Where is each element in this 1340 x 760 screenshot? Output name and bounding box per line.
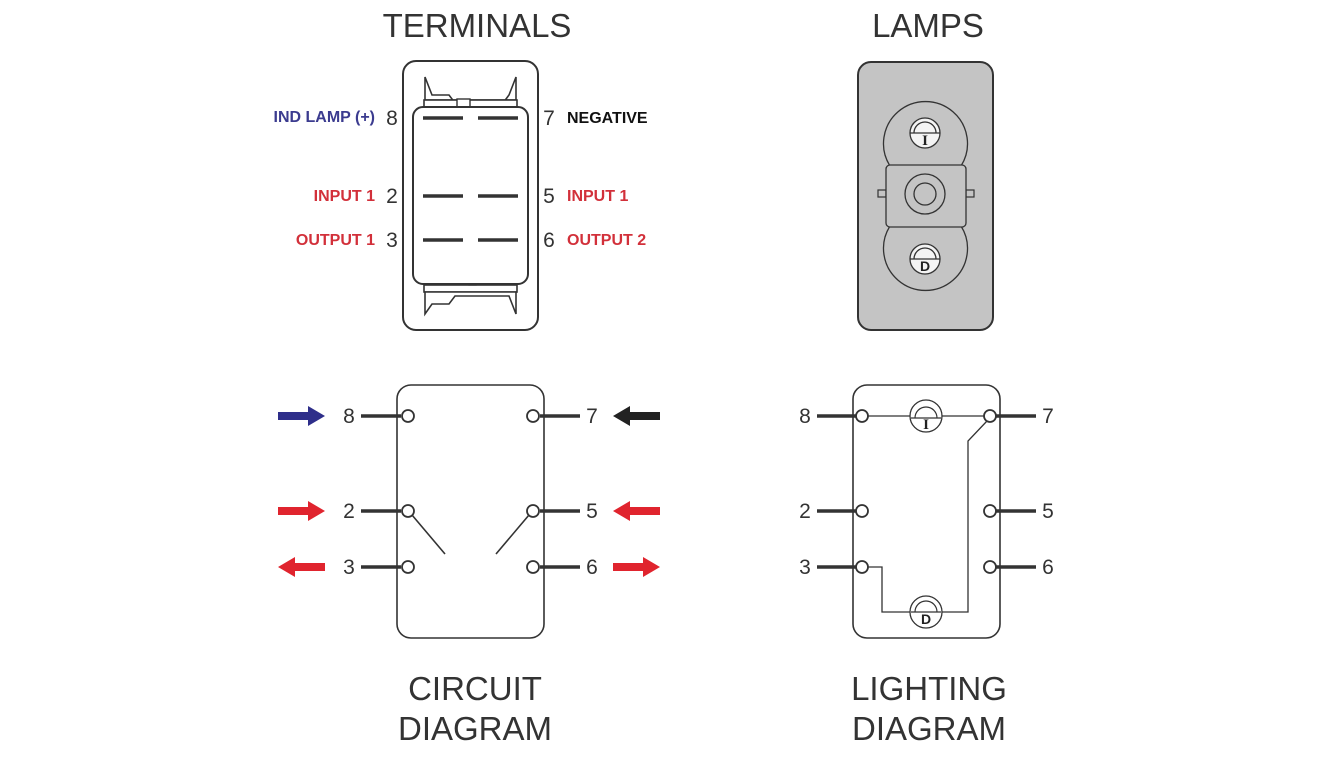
- lamps-switch-front: [857, 61, 994, 331]
- terminals-switch-back: [402, 60, 539, 331]
- lamp-indicator-icon: I: [909, 117, 941, 149]
- label-ind-lamp: IND LAMP (+): [274, 109, 375, 126]
- circuit-pin-5: 5: [586, 500, 598, 523]
- label-negative: NEGATIVE: [567, 110, 648, 127]
- label-input-1-right: INPUT 1: [567, 188, 628, 205]
- circuit-terminal-contacts: [401, 409, 540, 574]
- circuit-arrows: [278, 406, 660, 577]
- lighting-lamp-letter-d: D: [921, 611, 931, 627]
- title-lighting-line2: DIAGRAM: [852, 710, 1006, 747]
- circuit-leads: [361, 414, 580, 569]
- terminal-pin-7: 7: [543, 107, 555, 130]
- terminal-pin-2: 2: [386, 185, 398, 208]
- lighting-lamp-indicator-icon: I: [909, 399, 943, 433]
- title-lighting-line1: LIGHTING: [851, 670, 1007, 707]
- terminal-blades: [423, 116, 518, 242]
- label-input-1-left: INPUT 1: [314, 188, 375, 205]
- title-circuit-line2: DIAGRAM: [398, 710, 552, 747]
- label-output-2: OUTPUT 2: [567, 232, 646, 249]
- circuit-pin-3: 3: [343, 556, 355, 579]
- arrow-left-icon-pin-3: [278, 557, 325, 577]
- lighting-terminal-contacts: [855, 409, 997, 574]
- title-terminals: TERMINALS: [383, 7, 572, 44]
- terminal-pin-5: 5: [543, 185, 555, 208]
- lighting-lamp-letter-i: I: [923, 417, 929, 433]
- arrow-right-icon-pin-8: [278, 406, 325, 426]
- lamp-dimmer-icon: D: [909, 243, 941, 275]
- lighting-lamp-dimmer-icon: D: [909, 595, 943, 629]
- circuit-pin-2: 2: [343, 500, 355, 523]
- title-circuit-line1: CIRCUIT: [408, 670, 542, 707]
- lighting-pin-8: 8: [799, 405, 811, 428]
- arrow-left-icon-pin-5: [613, 501, 660, 521]
- switch-arm-left: [411, 514, 446, 555]
- lighting-leads: [817, 414, 1036, 569]
- circuit-diagram: [361, 384, 580, 639]
- terminal-pin-6: 6: [543, 229, 555, 252]
- lamp-letter-d: D: [920, 258, 930, 274]
- label-output-1: OUTPUT 1: [296, 232, 375, 249]
- title-lamps: LAMPS: [872, 7, 984, 44]
- circuit-pin-6: 6: [586, 556, 598, 579]
- arrow-left-icon-pin-7: [613, 406, 660, 426]
- lighting-pin-5: 5: [1042, 500, 1054, 523]
- switch-arm-right: [495, 514, 530, 555]
- terminal-pin-3: 3: [386, 229, 398, 252]
- circuit-pin-7: 7: [586, 405, 598, 428]
- lighting-pin-2: 2: [799, 500, 811, 523]
- terminal-pin-8: 8: [386, 107, 398, 130]
- lighting-diagram: I D: [817, 384, 1036, 639]
- lighting-pin-6: 6: [1042, 556, 1054, 579]
- circuit-pin-8: 8: [343, 405, 355, 428]
- lighting-pin-3: 3: [799, 556, 811, 579]
- lighting-pin-7: 7: [1042, 405, 1054, 428]
- arrow-right-icon-pin-2: [278, 501, 325, 521]
- lamp-letter-i: I: [922, 133, 928, 149]
- lighting-wiring: [868, 415, 988, 613]
- arrow-right-icon-pin-6: [613, 557, 660, 577]
